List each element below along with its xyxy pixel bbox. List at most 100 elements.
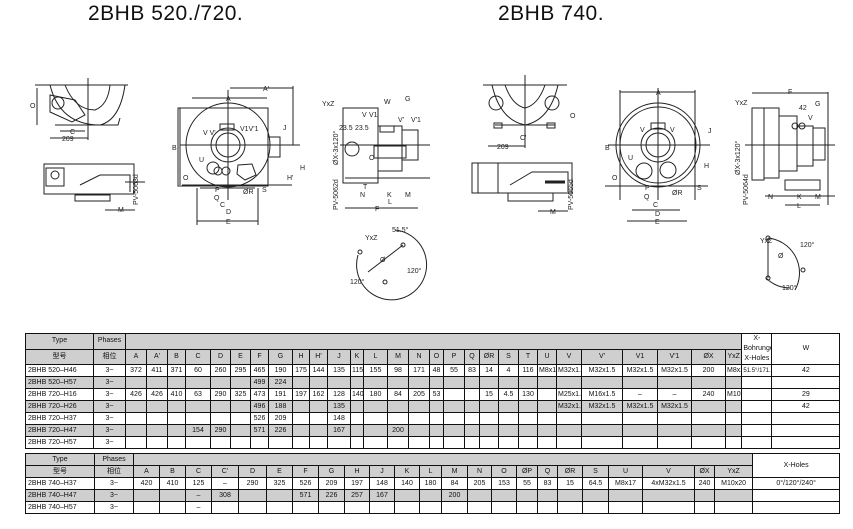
value-cell — [146, 376, 168, 389]
value-cell — [537, 388, 557, 401]
value-cell — [464, 412, 480, 425]
model-cell: 2BHB 520–H57 — [25, 376, 94, 389]
value-cell: M32x1.5 — [581, 400, 623, 413]
drawing-520-top-view — [35, 78, 128, 140]
value-cell: 180 — [363, 388, 388, 401]
value-cell: 53 — [429, 388, 444, 401]
value-cell: M32x1.5 — [622, 400, 658, 413]
value-cell: 240 — [694, 477, 715, 490]
value-cell: 135 — [327, 364, 351, 377]
value-cell: 3~ — [93, 388, 126, 401]
svg-text:PV-5062d: PV-5062d — [333, 179, 340, 210]
value-cell: 63 — [185, 388, 211, 401]
value-cell — [479, 424, 499, 437]
value-cell — [146, 424, 168, 437]
drawing-labels-right: O C' 209 M PV-5065d A B V V J U O P Q C … — [497, 89, 821, 292]
value-cell — [537, 489, 558, 502]
value-cell — [363, 376, 388, 389]
column-header: 相位 — [93, 348, 126, 365]
column-header: J — [327, 348, 351, 365]
column-header: V' — [581, 348, 623, 365]
value-cell: 175 — [292, 364, 310, 377]
value-cell: M32x1.5 — [556, 364, 582, 377]
value-cell — [292, 424, 310, 437]
value-cell — [479, 412, 499, 425]
value-cell: 15 — [479, 388, 499, 401]
value-cell — [518, 436, 538, 449]
value-cell — [268, 436, 293, 449]
svg-text:23.5: 23.5 — [339, 125, 353, 132]
value-cell — [125, 436, 147, 449]
column-header: V1 — [622, 348, 658, 365]
value-cell — [537, 376, 557, 389]
column-header: A — [133, 465, 160, 478]
svg-text:V1V'1: V1V'1 — [240, 126, 259, 133]
value-cell — [518, 412, 538, 425]
value-cell — [146, 412, 168, 425]
svg-text:O: O — [570, 113, 576, 120]
value-cell: 84 — [441, 477, 468, 490]
svg-text:C: C — [70, 129, 75, 136]
value-cell — [537, 501, 558, 514]
value-cell — [350, 424, 364, 437]
value-cell — [210, 400, 231, 413]
svg-text:ØR: ØR — [672, 190, 683, 197]
value-cell — [230, 400, 251, 413]
value-cell: 325 — [266, 477, 293, 490]
model-cell: 2BHB 740–H57 — [25, 501, 95, 514]
model-cell: 2BHB 720–H47 — [25, 424, 94, 437]
svg-text:PV-5063d: PV-5063d — [133, 174, 140, 205]
value-cell: 4 — [498, 364, 519, 377]
value-cell — [292, 400, 310, 413]
value-cell — [363, 400, 388, 413]
value-cell — [429, 424, 444, 437]
value-cell: 115 — [350, 364, 364, 377]
value-cell: 84 — [387, 388, 409, 401]
value-cell: M32x1.5 — [622, 364, 658, 377]
value-cell — [230, 436, 251, 449]
value-cell: 465 — [250, 364, 269, 377]
value-cell: M32x1.5 — [657, 400, 692, 413]
value-cell: 526 — [250, 412, 269, 425]
drawing-740-hole-pattern — [765, 235, 806, 291]
value-cell: 135 — [327, 400, 351, 413]
column-header: H' — [309, 348, 328, 365]
value-cell — [464, 376, 480, 389]
svg-text:ØX-3x120°: ØX-3x120° — [332, 130, 340, 165]
value-cell — [429, 412, 444, 425]
value-cell — [250, 436, 269, 449]
value-cell: 83 — [537, 477, 558, 490]
value-cell — [408, 412, 430, 425]
value-cell — [125, 424, 147, 437]
value-cell: 410 — [167, 388, 186, 401]
value-cell — [292, 501, 319, 514]
value-cell: 155 — [363, 364, 388, 377]
column-header: U — [537, 348, 557, 365]
value-cell: 64.5 — [582, 477, 609, 490]
svg-text:A: A — [226, 96, 231, 103]
value-cell: 190 — [268, 364, 293, 377]
svg-text:J: J — [283, 125, 287, 132]
svg-text:M: M — [815, 194, 821, 201]
model-cell: 2BHB 720–H26 — [25, 400, 94, 413]
svg-text:51.5°: 51.5° — [392, 226, 409, 234]
table-row: 2BHB 720–H263~496188135M32x1.5M32x1.5M32… — [25, 400, 853, 413]
value-cell — [557, 489, 583, 502]
value-cell: 55 — [443, 364, 465, 377]
value-cell — [363, 436, 388, 449]
column-header: Q — [537, 465, 558, 478]
value-cell — [467, 501, 492, 514]
drawing-740-side-view — [745, 92, 835, 206]
value-cell — [657, 436, 692, 449]
value-cell — [713, 489, 754, 502]
svg-text:H: H — [704, 163, 709, 170]
value-cell — [167, 412, 186, 425]
value-cell — [642, 501, 695, 514]
value-cell — [479, 436, 499, 449]
value-cell: 411 — [146, 364, 168, 377]
svg-text:O: O — [30, 103, 36, 110]
